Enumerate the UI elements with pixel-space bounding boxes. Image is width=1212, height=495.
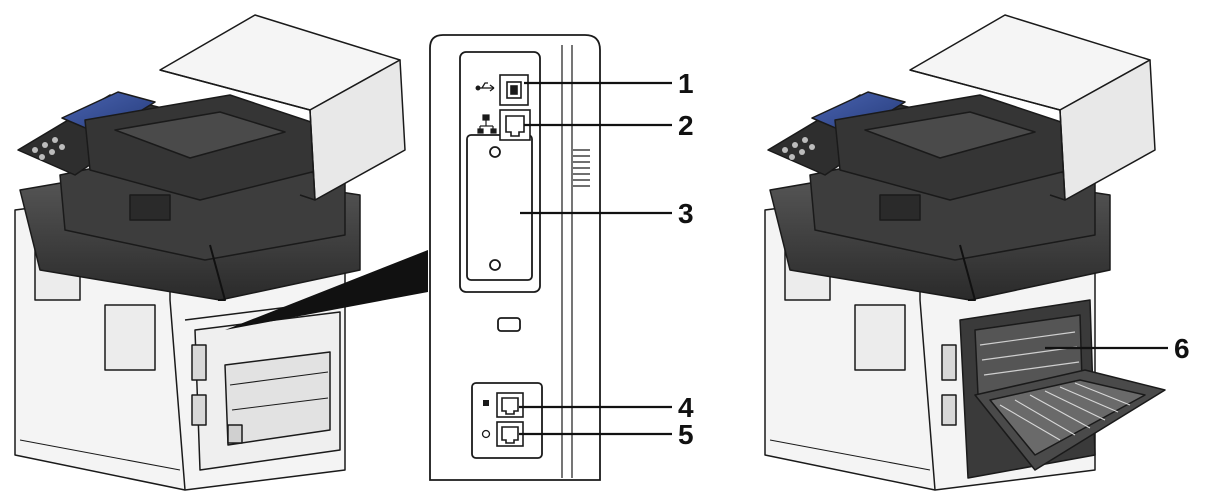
- network-icon: [477, 114, 497, 134]
- fax-line-icon: [483, 400, 489, 406]
- callout-3: 3: [678, 198, 694, 229]
- zoom-pointer: [225, 250, 428, 330]
- callout-4: 4: [678, 392, 694, 423]
- fax-line-port: [496, 392, 524, 418]
- callout-2: 2: [678, 110, 694, 141]
- printer-left-view: [14, 14, 406, 491]
- printer-right-view: [764, 14, 1166, 491]
- phone-line-icon: [481, 429, 491, 439]
- callout-6: 6: [1174, 333, 1190, 364]
- interface-panel-detail: [429, 34, 601, 481]
- usb-port: [499, 74, 529, 106]
- callout-1: 1: [678, 68, 694, 99]
- screw-bottom: [489, 259, 501, 271]
- callout-5: 5: [678, 419, 694, 450]
- callout-lines: [519, 81, 1168, 436]
- screw-top: [489, 146, 501, 158]
- usb-icon: [475, 82, 495, 92]
